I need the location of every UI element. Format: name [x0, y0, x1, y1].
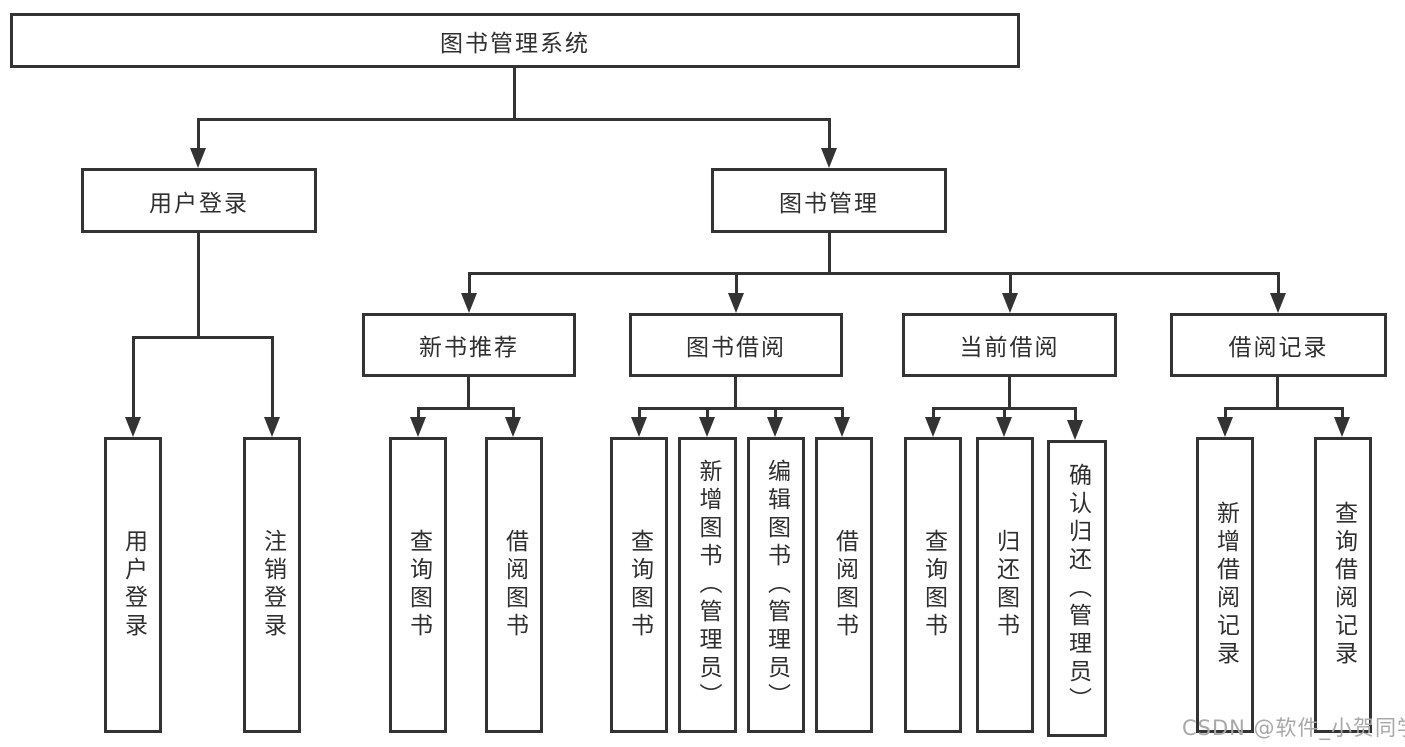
arrowhead-g3-leaf3 — [1067, 420, 1083, 440]
connector-g4-drop — [1276, 377, 1279, 407]
connector-mgmt-drop2 — [735, 272, 738, 294]
leaf-user-login: 用户登录 — [104, 437, 162, 733]
leaf-g1-borrow-books: 借阅图书 — [485, 437, 543, 733]
connector-g1-drop — [467, 377, 470, 407]
connector-g2-bar — [638, 407, 844, 410]
node-borrow-records: 借阅记录 — [1170, 313, 1387, 377]
connector-login-left-drop — [132, 336, 135, 418]
arrowhead-to-borrowing — [728, 293, 744, 313]
arrowhead-g2-leaf3 — [767, 417, 783, 437]
connector-mgmt-drop3 — [1009, 272, 1012, 294]
leaf-g3-confirm-return-admin-label: 确认归还（管理员） — [1064, 462, 1091, 715]
arrowhead-g4-leaf2 — [1334, 417, 1350, 437]
leaf-g3-query-books: 查询图书 — [904, 437, 962, 733]
arrowhead-to-records — [1270, 293, 1286, 313]
leaf-g2-query-books-label: 查询图书 — [626, 529, 653, 641]
leaf-g2-query-books: 查询图书 — [610, 437, 668, 733]
connector-g2-d4 — [841, 407, 844, 418]
leaf-g2-edit-books-admin-label: 编辑图书（管理员） — [763, 459, 790, 711]
leaf-g4-query-borrow-record-label: 查询借阅记录 — [1330, 501, 1357, 669]
node-book-borrowing-label: 图书借阅 — [686, 335, 786, 361]
leaf-logout: 注销登录 — [243, 437, 301, 733]
arrowhead-to-new-books — [461, 293, 477, 313]
arrowhead-to-login-leaf2 — [264, 417, 280, 437]
node-book-management-label: 图书管理 — [779, 190, 879, 217]
connector-g4-d1 — [1224, 407, 1227, 418]
connector-root-right-drop — [828, 118, 831, 151]
leaf-logout-label: 注销登录 — [259, 529, 286, 641]
connector-mgmt-drop4 — [1277, 272, 1280, 294]
node-root-label: 图书管理系统 — [440, 30, 590, 57]
node-current-borrowing: 当前借阅 — [902, 313, 1117, 377]
connector-login-right-drop — [271, 336, 274, 418]
node-borrow-records-label: 借阅记录 — [1228, 335, 1329, 361]
connector-g2-drop — [734, 377, 737, 407]
leaf-g4-add-borrow-record-label: 新增借阅记录 — [1212, 501, 1239, 669]
connector-root-left-drop — [197, 118, 200, 151]
arrowhead-to-login-leaf1 — [125, 417, 141, 437]
leaf-g1-query-books: 查询图书 — [389, 437, 447, 733]
leaf-g3-confirm-return-admin: 确认归还（管理员） — [1047, 440, 1107, 737]
connector-g1-d2 — [512, 407, 515, 418]
arrowhead-to-management — [821, 148, 837, 168]
arrowhead-g1-leaf1 — [410, 417, 426, 437]
arrowhead-g2-leaf4 — [834, 417, 850, 437]
arrowhead-g2-leaf2 — [699, 417, 715, 437]
arrowhead-to-login — [190, 148, 206, 168]
connector-mgmt-bar — [468, 272, 1279, 275]
node-new-book-recommend-label: 新书推荐 — [419, 335, 519, 361]
leaf-g3-query-books-label: 查询图书 — [920, 529, 947, 641]
connector-g3-d3 — [1074, 407, 1077, 421]
connector-g1-d1 — [417, 407, 420, 418]
node-book-management: 图书管理 — [711, 168, 947, 233]
leaf-g3-return-books-label: 归还图书 — [992, 529, 1019, 641]
leaf-g2-edit-books-admin: 编辑图书（管理员） — [747, 437, 805, 733]
csdn-watermark: CSDN @软件_小贺同学 — [1182, 716, 1405, 740]
arrowhead-g2-leaf1 — [631, 417, 647, 437]
arrowhead-to-current — [1002, 293, 1018, 313]
leaf-g2-add-books-admin-label: 新增图书（管理员） — [695, 459, 721, 711]
leaf-user-login-label: 用户登录 — [120, 529, 147, 641]
connector-login-bar — [133, 336, 274, 339]
leaf-g2-add-books-admin: 新增图书（管理员） — [678, 437, 737, 733]
node-new-book-recommend: 新书推荐 — [362, 313, 576, 377]
leaf-g4-add-borrow-record: 新增借阅记录 — [1196, 437, 1254, 733]
connector-g3-d2 — [1003, 407, 1006, 418]
connector-mgmt-drop — [828, 233, 831, 272]
connector-g3-d1 — [932, 407, 935, 418]
connector-login-drop — [197, 233, 200, 336]
connector-root-bar — [197, 118, 831, 121]
connector-g2-d2 — [706, 407, 709, 418]
connector-g2-d3 — [774, 407, 777, 418]
leaf-g1-query-books-label: 查询图书 — [405, 529, 432, 641]
node-root: 图书管理系统 — [10, 13, 1020, 68]
connector-g1-bar — [417, 407, 515, 410]
connector-g4-bar — [1224, 407, 1344, 410]
arrowhead-g3-leaf2 — [996, 417, 1012, 437]
node-user-login-label: 用户登录 — [149, 190, 249, 217]
connector-root-drop — [513, 68, 516, 118]
arrowhead-g1-leaf2 — [505, 417, 521, 437]
node-book-borrowing: 图书借阅 — [629, 313, 843, 377]
leaf-g2-borrow-books: 借阅图书 — [815, 437, 873, 733]
node-user-login: 用户登录 — [81, 168, 317, 233]
leaf-g3-return-books: 归还图书 — [976, 437, 1034, 733]
node-current-borrowing-label: 当前借阅 — [959, 335, 1060, 361]
connector-g3-drop — [1008, 377, 1011, 407]
arrowhead-g4-leaf1 — [1217, 417, 1233, 437]
connector-g4-d2 — [1341, 407, 1344, 418]
leaf-g1-borrow-books-label: 借阅图书 — [501, 529, 528, 641]
leaf-g4-query-borrow-record: 查询借阅记录 — [1314, 437, 1372, 733]
connector-mgmt-drop1 — [468, 272, 471, 294]
connector-g2-d1 — [638, 407, 641, 418]
arrowhead-g3-leaf1 — [925, 417, 941, 437]
leaf-g2-borrow-books-label: 借阅图书 — [831, 529, 858, 641]
